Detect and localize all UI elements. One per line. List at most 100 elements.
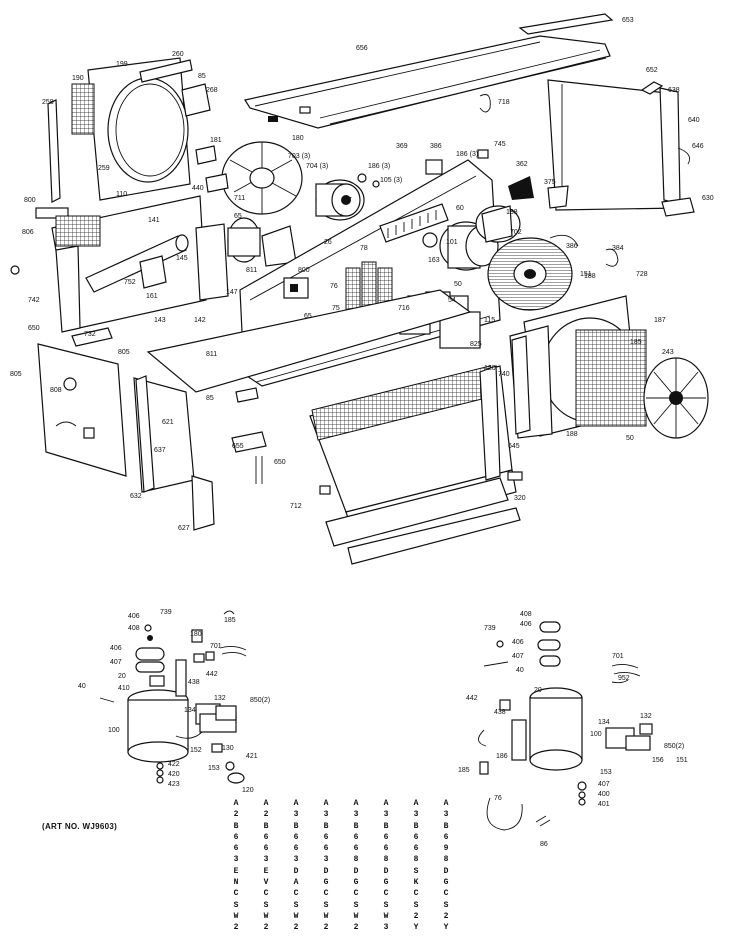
part-label: 702 (510, 229, 522, 236)
part-label: 153 (600, 769, 612, 776)
part-label: 199 (116, 61, 128, 68)
part-label: 438 (494, 709, 506, 716)
art-number-note: (ART NO. WJ9603) (42, 822, 118, 831)
part-label: 406 (128, 613, 140, 620)
part-label: 384 (612, 245, 624, 252)
part-label: 850(2) (664, 743, 684, 750)
part-label: 386 (566, 243, 578, 250)
part-label: 50 (626, 435, 634, 442)
part-label: 120 (242, 787, 254, 794)
part-label: 632 (130, 493, 142, 500)
part-label: 732 (84, 331, 96, 338)
part-label: 712 (290, 503, 302, 510)
part-label: 54 (448, 297, 456, 304)
part-label: 442 (206, 671, 218, 678)
part-label: 401 (598, 801, 610, 808)
part-label: 101 (446, 239, 458, 246)
part-label: 134 (598, 719, 610, 726)
condenser-grille-part (575, 329, 647, 427)
part-label: 26 (324, 239, 332, 246)
part-label: 739 (160, 609, 172, 616)
motor-part (227, 217, 297, 267)
part-label: 142 (194, 317, 206, 324)
part-label: 646 (692, 143, 704, 150)
part-label: 742 (28, 297, 40, 304)
motor-26-part (315, 179, 365, 221)
part-label: 40 (78, 683, 86, 690)
part-label: 701 (612, 653, 624, 660)
compressor-left-assembly (99, 610, 247, 784)
part-label: 180 (292, 135, 304, 142)
part-label: 151 (580, 271, 592, 278)
part-label: 718 (498, 99, 510, 106)
part-label: 952 (618, 675, 630, 682)
part-label: 728 (636, 271, 648, 278)
part-label: 134 (184, 707, 196, 714)
part-label: 655 (232, 443, 244, 450)
part-label: 808 (50, 387, 62, 394)
part-label: 711 (234, 195, 245, 202)
part-label: 153 (208, 765, 220, 772)
tube-part (85, 234, 189, 293)
part-label: 161 (146, 293, 158, 300)
part-label: 716 (398, 305, 410, 312)
part-label: 375 (544, 179, 556, 186)
part-label: 400 (598, 791, 610, 798)
part-label: 408 (128, 625, 140, 632)
compressor-left-part (127, 689, 189, 763)
grille-screen-part (71, 83, 95, 135)
part-label: 420 (168, 771, 180, 778)
part-label: 805 (10, 371, 22, 378)
part-label: 701 (210, 643, 222, 650)
bracket-part-752 (139, 255, 167, 289)
part-label: 407 (598, 781, 610, 788)
part-label: 85 (206, 395, 214, 402)
part-label: 752 (124, 279, 136, 286)
blower-wheel-part (221, 141, 303, 215)
part-label: 650 (274, 459, 286, 466)
part-label: 850(2) (250, 697, 270, 704)
part-label: 188 (506, 209, 518, 216)
part-label: 320 (514, 495, 526, 502)
part-label: 800 (24, 197, 36, 204)
part-label: 181 (210, 137, 222, 144)
part-label: 188 (566, 431, 578, 438)
part-label: 406 (520, 621, 532, 628)
part-label: 185 (630, 339, 642, 346)
part-label: 645 (508, 443, 520, 450)
part-label: 260 (172, 51, 184, 58)
part-label: 259 (98, 165, 110, 172)
part-label: 100 (108, 727, 120, 734)
part-label: 656 (356, 45, 368, 52)
part-label: 739 (484, 625, 496, 632)
part-label: 65 (304, 313, 312, 320)
part-label: 386 (430, 143, 442, 150)
part-label: 132 (214, 695, 226, 702)
top-rail-part (518, 13, 614, 35)
part-label: 147 (226, 289, 238, 296)
part-label: 407 (512, 653, 524, 660)
part-label: 423 (168, 781, 180, 788)
part-label: 703 (3) (288, 153, 310, 160)
fan-blade-part (643, 357, 709, 439)
part-label: 143 (154, 317, 166, 324)
part-label: 20 (534, 687, 542, 694)
part-label: 156 (652, 757, 664, 764)
part-label: 825 (470, 341, 482, 348)
compressor-right-assembly (478, 621, 653, 831)
part-label: 652 (646, 67, 658, 74)
part-label: 630 (702, 195, 714, 202)
part-label: 621 (162, 419, 174, 426)
part-label: 627 (178, 525, 190, 532)
part-label: 151 (676, 757, 688, 764)
part-label: 362 (516, 161, 528, 168)
part-label: 105 (3) (380, 177, 402, 184)
part-label: 421 (246, 753, 258, 760)
part-label: 120 (484, 365, 496, 372)
